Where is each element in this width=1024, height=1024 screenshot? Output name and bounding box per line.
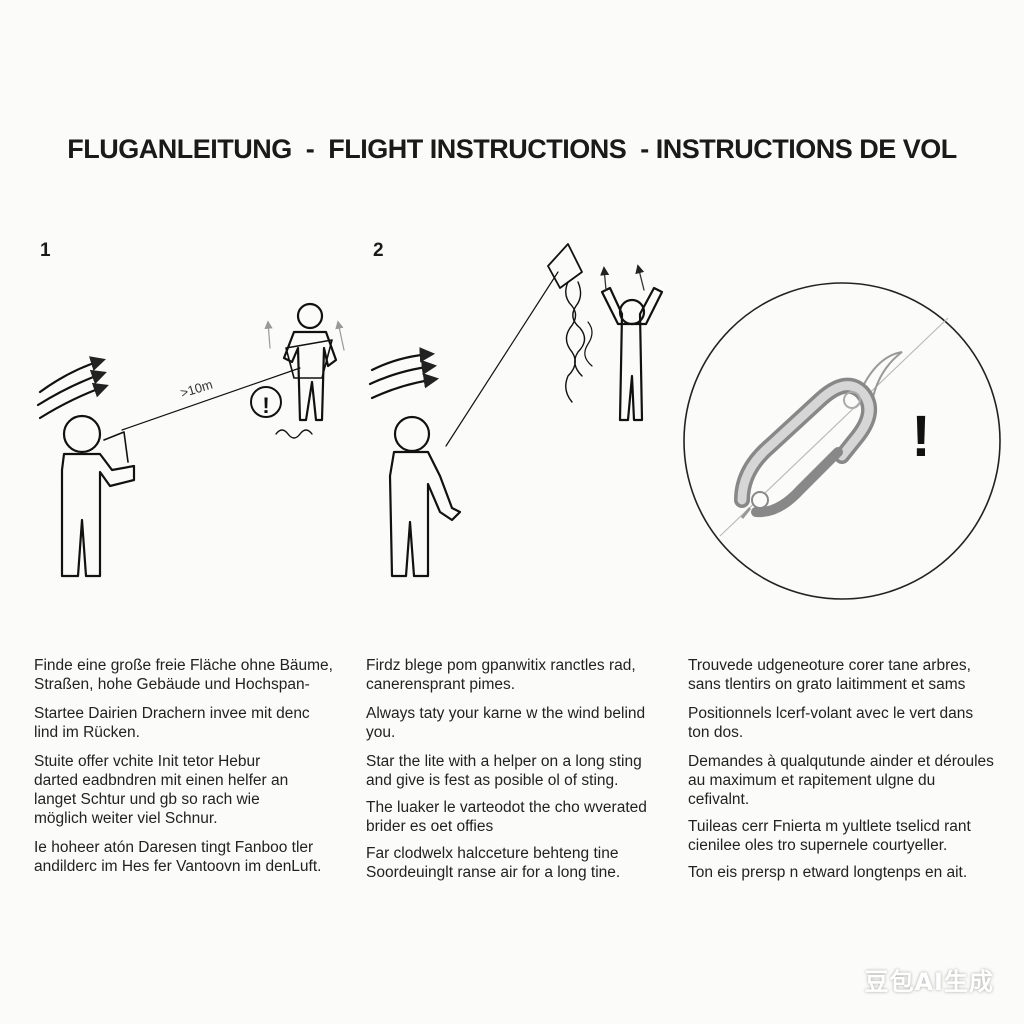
kite — [547, 243, 593, 403]
wind-arrows-2 — [368, 347, 440, 400]
instruction-de-4: Ie hoheer atón Daresen tingt Fanboo tler… — [34, 839, 322, 875]
column-english: Firdz blege pom gpanwitix ranctles rad, … — [366, 656, 684, 892]
page-title: FLUGANLEITUNG - FLIGHT INSTRUCTIONS - IN… — [67, 134, 957, 164]
distance-label: >10m — [179, 377, 215, 401]
instruction-fr-1: Trouvede udgeneoture corer tane arbres, … — [688, 657, 971, 693]
kite-line-1 — [121, 367, 301, 431]
step-number-1: 1 — [40, 240, 51, 261]
warning-mark-small: ! — [262, 393, 269, 418]
illustrations: >10m ! — [36, 243, 1001, 600]
instruction-en-2: Always taty your karne w the wind belind… — [366, 705, 646, 741]
wind-arrows-1 — [36, 356, 109, 420]
helper-figure — [282, 302, 338, 422]
instruction-en-3: Star the lite with a helper on a long st… — [366, 753, 642, 789]
column-french: Trouvede udgeneoture corer tane arbres, … — [688, 656, 998, 892]
instruction-fr-4: Tuileas cerr Fnierta m yultlete tselicd … — [688, 818, 971, 854]
flyer-figure — [388, 415, 462, 578]
warning-icon-1 — [250, 386, 282, 418]
instruction-de-3: Stuite offer vchite Init tetor Hebur dar… — [34, 753, 289, 827]
launcher-figure — [60, 414, 136, 578]
carabiner-detail — [683, 282, 1001, 600]
warning-mark-large: ! — [911, 404, 930, 469]
column-german: Finde eine große freie Fläche ohne Bäume… — [34, 656, 352, 886]
step-number-2: 2 — [373, 240, 384, 261]
instruction-de-1: Finde eine große freie Fläche ohne Bäume… — [34, 657, 333, 693]
panel-1-illustration — [36, 302, 345, 578]
cheering-figure — [600, 286, 664, 422]
instruction-fr-2: Positionnels lcerf-volant avec le vert d… — [688, 705, 974, 741]
instruction-en-4: The luaker le varteodot the cho wverated… — [366, 799, 647, 835]
panel-2-illustration — [368, 243, 664, 578]
instruction-en-5: Far clodwelx halcceture behteng tine Soo… — [366, 845, 621, 881]
kite-line-2 — [445, 271, 559, 447]
instruction-fr-5: Ton eis prersp n etward longtenps en ait… — [688, 864, 968, 881]
instruction-fr-3: Demandes à qualqutunde ainder et déroule… — [688, 753, 994, 808]
instruction-de-2: Startee Dairien Drachern invee mit denc … — [34, 705, 310, 741]
instruction-en-1: Firdz blege pom gpanwitix ranctles rad, … — [366, 657, 636, 693]
watermark: 豆包AI生成 — [864, 968, 994, 996]
